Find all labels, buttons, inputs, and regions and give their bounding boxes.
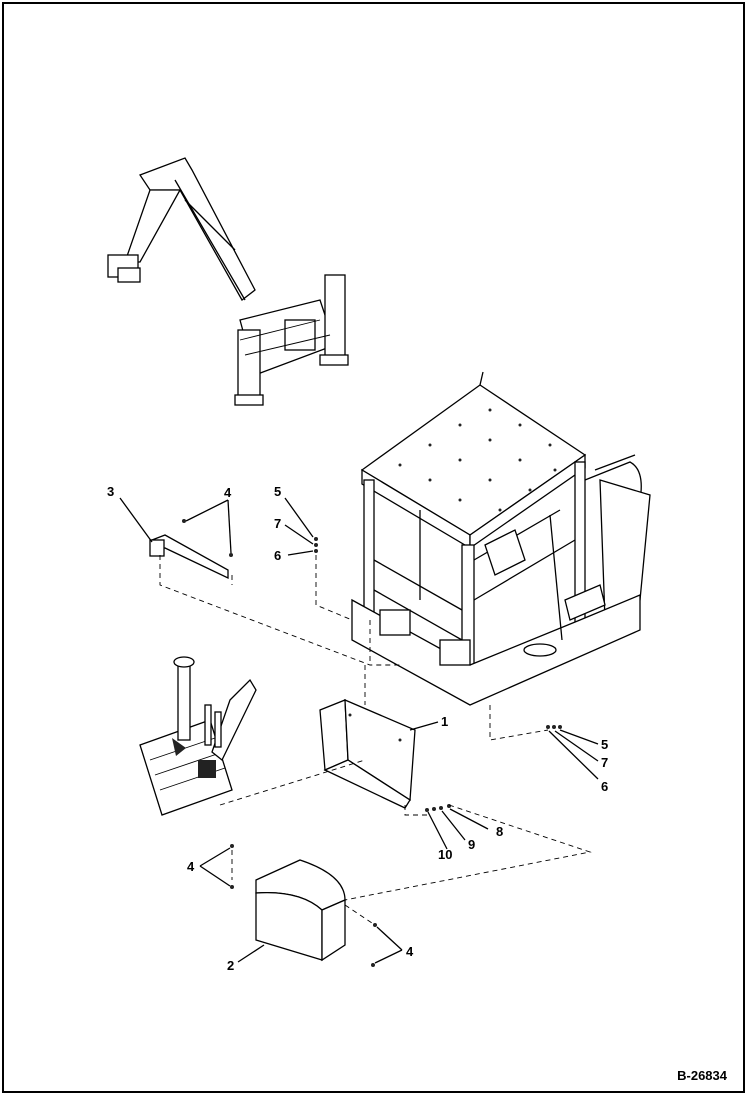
callout-4-left: 4 xyxy=(187,859,195,874)
callout-6-upper: 6 xyxy=(274,548,281,563)
callout-7-right: 7 xyxy=(601,755,608,770)
callout-1: 1 xyxy=(441,714,448,729)
cab-rops-illustration xyxy=(351,371,651,706)
callout-3: 3 xyxy=(107,484,114,499)
callout-2: 2 xyxy=(227,958,234,973)
callout-4-top: 4 xyxy=(224,485,232,500)
callout-10: 10 xyxy=(438,847,452,862)
figure-id: B-26834 xyxy=(677,1068,727,1083)
callout-9: 9 xyxy=(468,837,475,852)
callout-7-upper: 7 xyxy=(274,516,281,531)
callout-5-upper: 5 xyxy=(274,484,281,499)
callout-4-right: 4 xyxy=(406,944,414,959)
backhoe-attachment-illustration xyxy=(107,157,349,406)
panel-part-illustration xyxy=(319,698,416,809)
cover-part-illustration xyxy=(255,859,346,962)
assembly-dashed-lines xyxy=(159,555,592,926)
callout-6-right: 6 xyxy=(601,779,608,794)
bracket-part-illustration xyxy=(149,519,233,580)
callout-leader-lines xyxy=(119,497,599,964)
hardware-lower-illustration xyxy=(230,725,562,967)
hardware-upper-illustration xyxy=(314,537,318,553)
callout-8: 8 xyxy=(496,824,503,839)
callout-5-right: 5 xyxy=(601,737,608,752)
control-valve-illustration xyxy=(139,656,257,816)
